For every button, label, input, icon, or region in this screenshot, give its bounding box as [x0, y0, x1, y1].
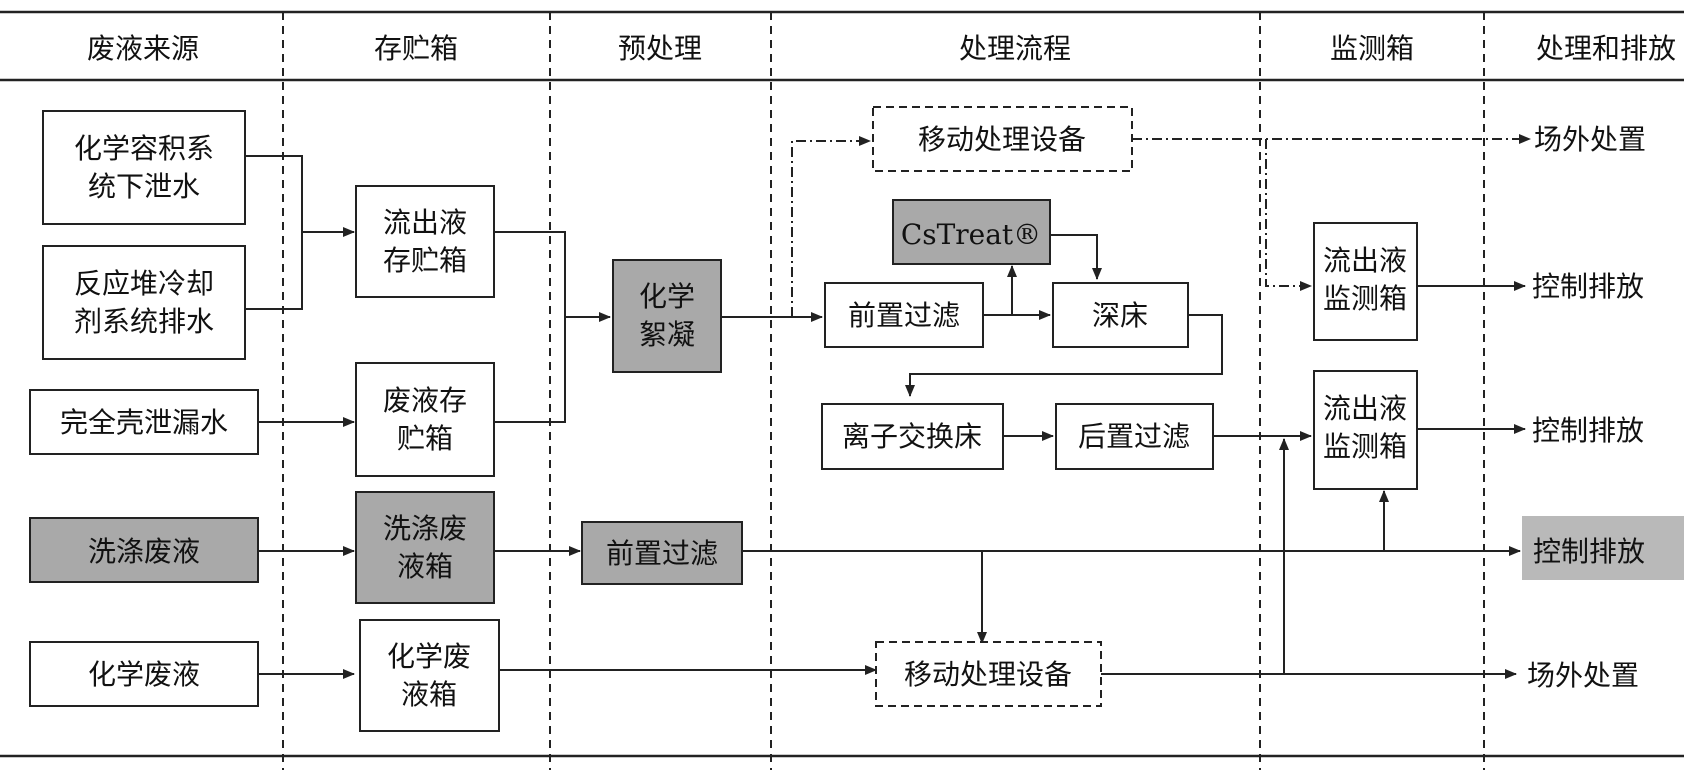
node-wash-tank: 洗涤废液箱 — [383, 512, 467, 583]
source-column: 化学容积系统下泄水 反应堆冷却剂系统排水 完全壳泄漏水 洗涤废液 化学废液 — [29, 110, 259, 707]
header-monitor: 监测箱 — [1330, 32, 1414, 65]
header-discharge: 处理和排放 — [1536, 32, 1676, 65]
node-controlled-release-2: 控制排放 — [1532, 414, 1644, 447]
node-post-filter: 后置过滤 — [1078, 420, 1190, 453]
node-ion-exchange-bed: 离子交换床 — [842, 420, 982, 453]
monitor-column: 流出液监测箱 流出液监测箱 — [1313, 222, 1418, 490]
node-effluent-storage: 流出液存贮箱 — [383, 206, 467, 277]
process-column: 移动处理设备 CsTreat® 前置过滤 深床 离子交换床 后置过滤 移动处理设… — [821, 106, 1214, 707]
node-containment-leak: 完全壳泄漏水 — [60, 406, 228, 439]
node-waste-storage: 废液存贮箱 — [383, 384, 467, 455]
node-chemical-tank: 化学废液箱 — [387, 640, 471, 711]
header-pretreatment: 预处理 — [618, 32, 702, 65]
node-pre-filter: 前置过滤 — [606, 537, 718, 570]
node-cvcs-letdown: 化学容积系统下泄水 — [74, 132, 214, 203]
node-offsite-disposal-top: 场外处置 — [1534, 123, 1646, 156]
node-controlled-release-3: 控制排放 — [1533, 535, 1645, 568]
node-effluent-monitor-1: 流出液监测箱 — [1323, 244, 1407, 315]
node-mobile-unit-bottom: 移动处理设备 — [904, 658, 1072, 691]
node-cstreat: CsTreat® — [901, 218, 1041, 251]
node-rcs-drain: 反应堆冷却剂系统排水 — [74, 267, 214, 338]
node-wash-liquid: 洗涤废液 — [88, 535, 200, 568]
connectors — [245, 134, 1531, 679]
node-mobile-unit-top: 移动处理设备 — [918, 123, 1086, 156]
header-source: 废液来源 — [87, 32, 199, 65]
node-controlled-release-1: 控制排放 — [1532, 270, 1644, 303]
node-offsite-disposal-bottom: 场外处置 — [1527, 659, 1639, 692]
header-process: 处理流程 — [959, 32, 1071, 65]
node-chemical-coagulation: 化学絮凝 — [639, 280, 695, 351]
column-headers: 废液来源 存贮箱 预处理 处理流程 监测箱 处理和排放 — [87, 32, 1676, 65]
node-deep-bed: 深床 — [1092, 299, 1148, 332]
node-effluent-monitor-2: 流出液监测箱 — [1323, 392, 1407, 463]
discharge-column: 场外处置 控制排放 控制排放 控制排放 场外处置 — [1522, 123, 1684, 692]
node-chemical-waste: 化学废液 — [88, 658, 200, 691]
storage-column: 流出液存贮箱 废液存贮箱 洗涤废液箱 化学废液箱 — [355, 185, 500, 732]
node-front-filter: 前置过滤 — [848, 299, 960, 332]
pretreatment-column: 化学絮凝 前置过滤 — [581, 259, 743, 585]
header-storage: 存贮箱 — [374, 32, 458, 65]
